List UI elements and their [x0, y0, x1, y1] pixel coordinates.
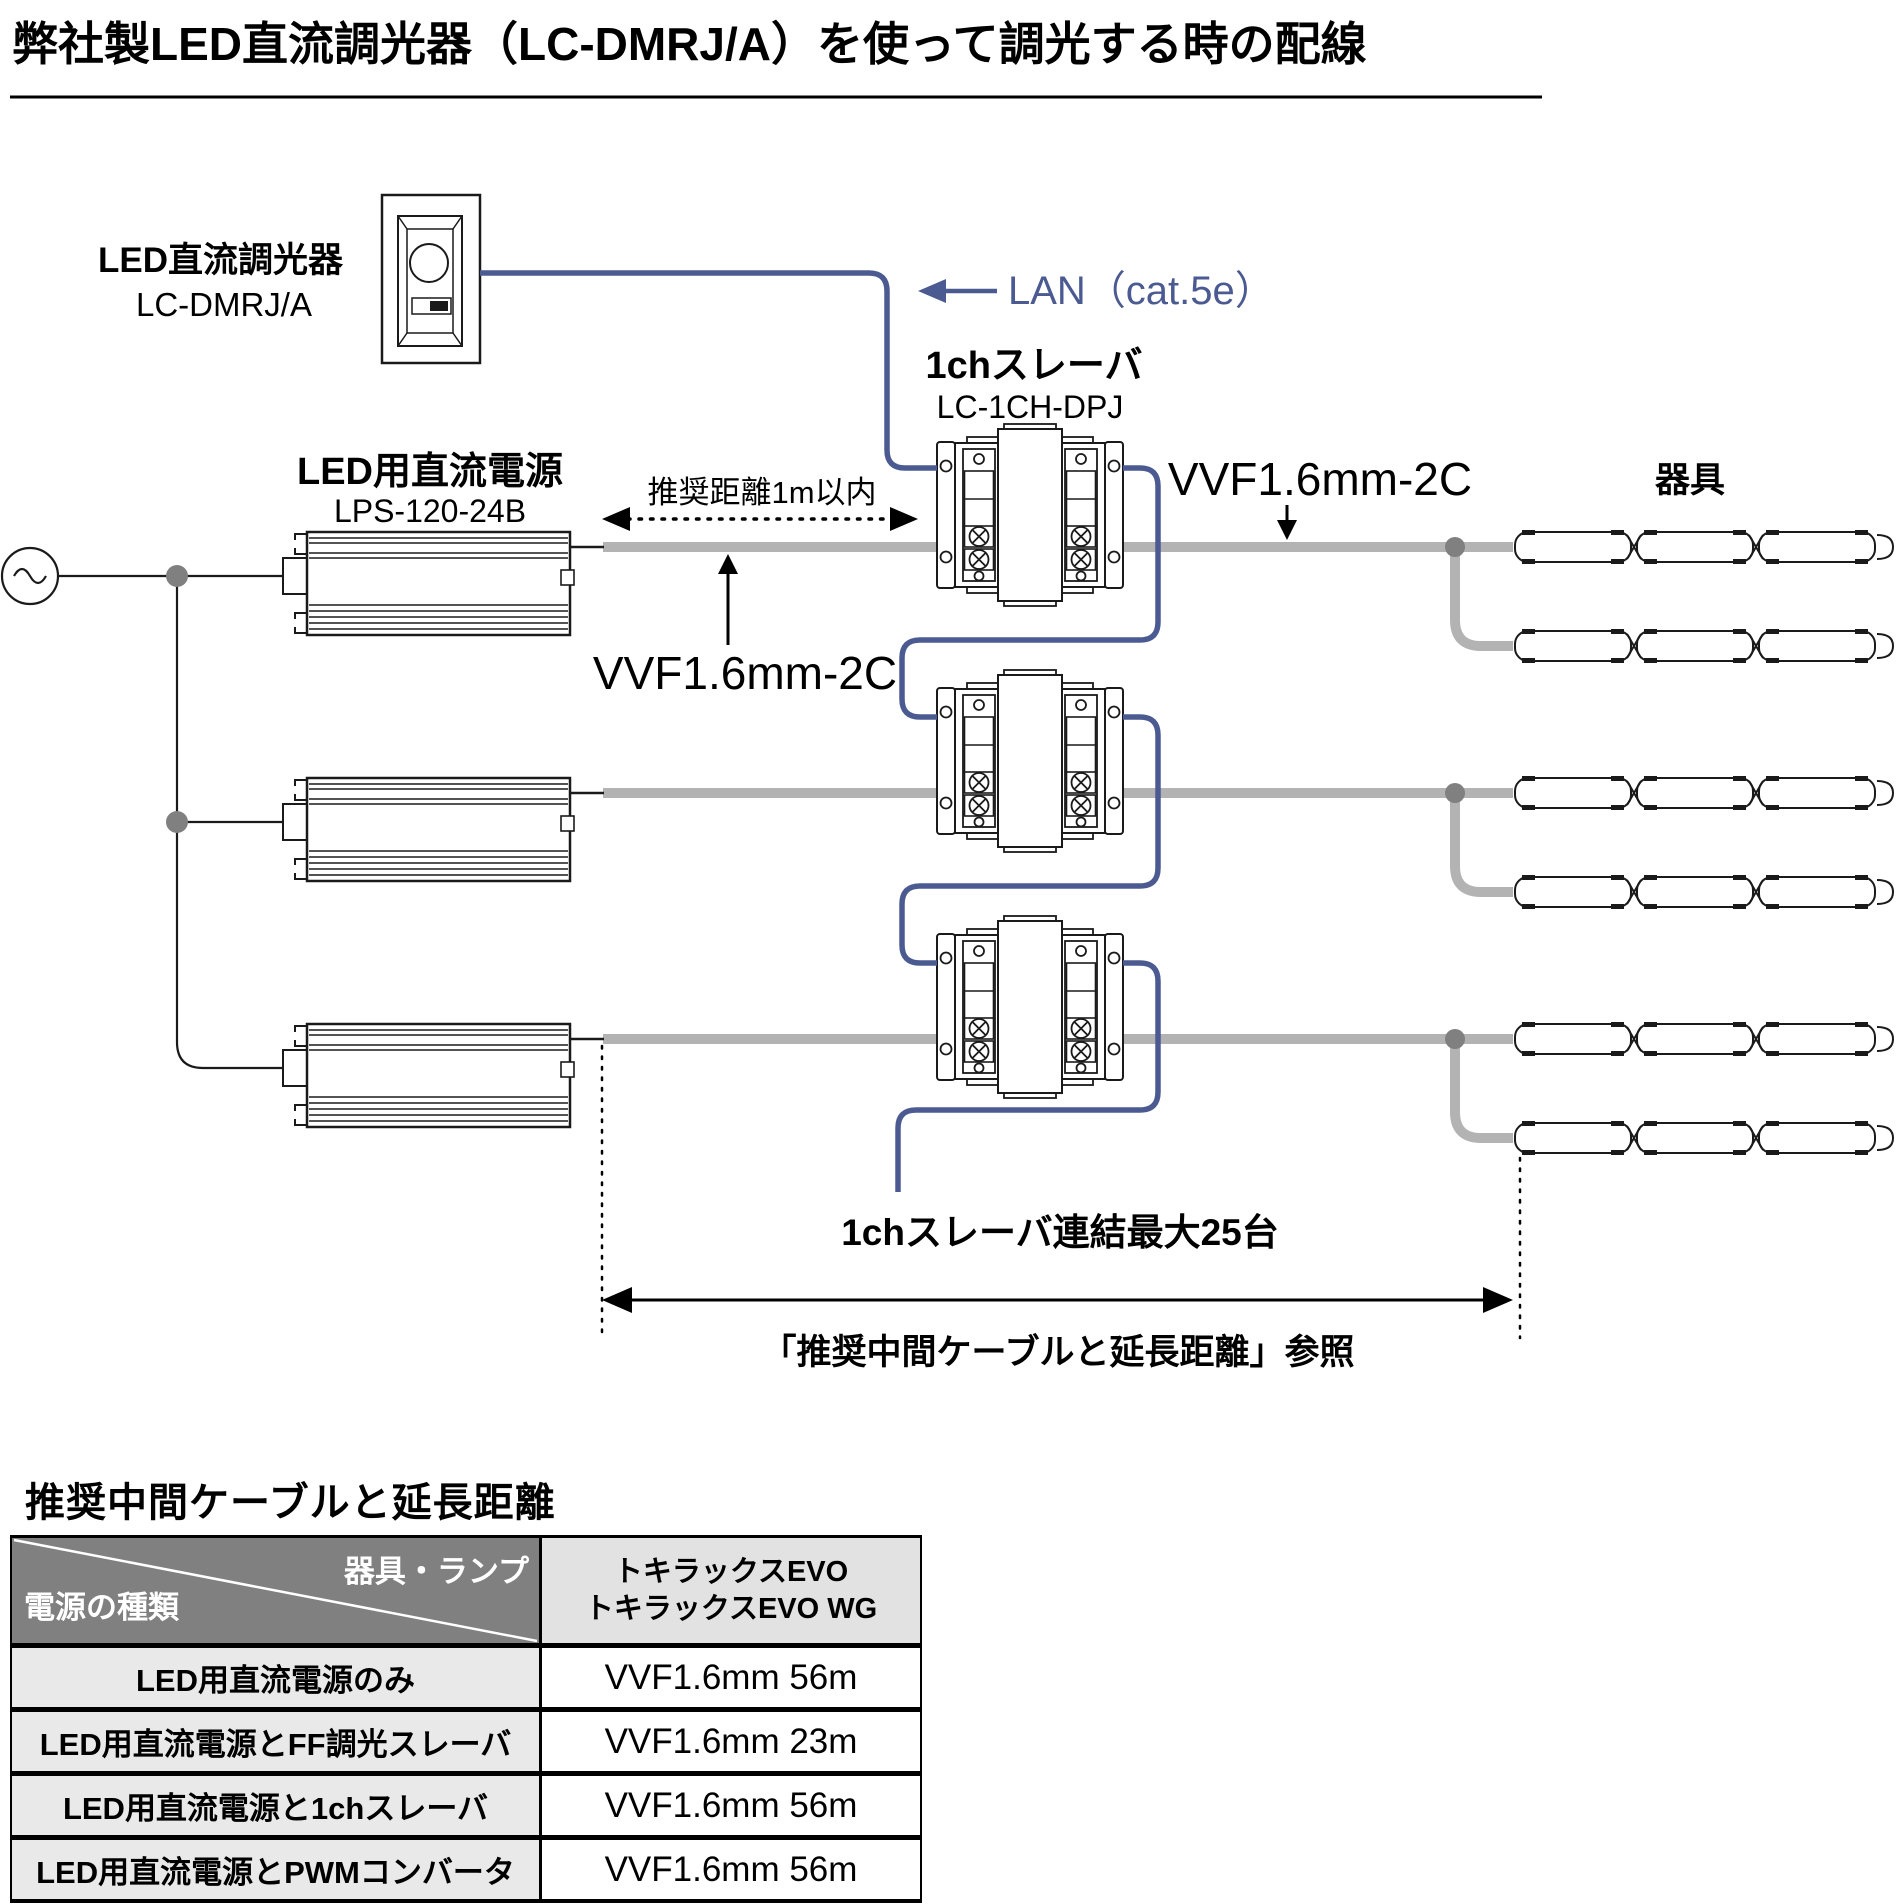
row-value-cell: VVF1.6mm 23m — [539, 1712, 920, 1771]
row-source-cell: LED用直流電源とFF調光スレーバ — [12, 1712, 539, 1771]
table-row: LED用直流電源と1chスレーバ VVF1.6mm 56m — [12, 1771, 920, 1835]
distance-arrow — [602, 507, 918, 531]
row-value-cell: VVF1.6mm 56m — [539, 1776, 920, 1835]
extension-span — [600, 1044, 1522, 1340]
slave-unit-3 — [937, 916, 1123, 1098]
fixture-row-2b — [1514, 874, 1894, 910]
vvf-right-arrow-icon — [1277, 505, 1297, 540]
dimmer-knob-icon — [409, 243, 449, 283]
chain-max-label: 1chスレーバ連結最大25台 — [841, 1212, 1279, 1253]
header-corner-top-label: 器具・ランプ — [343, 1554, 529, 1589]
psu-unit-1 — [281, 530, 606, 637]
table-header-corner-cell: 器具・ランプ 電源の種類 — [12, 1538, 539, 1643]
table-header-row: 器具・ランプ 電源の種類 トキラックスEVO トキラックスEVO WG — [12, 1538, 920, 1643]
wiring-diagram: 弊社製LED直流調光器（LC-DMRJ/A）を使って調光する時の配線 — [0, 18, 1894, 1372]
table-row: LED用直流電源のみ VVF1.6mm 56m — [12, 1643, 920, 1707]
psu-label: LED用直流電源 — [297, 451, 563, 493]
table-row: LED用直流電源とFF調光スレーバ VVF1.6mm 23m — [12, 1707, 920, 1771]
header-diagonal-line — [13, 1538, 538, 1643]
lan-wires — [480, 270, 1161, 1192]
vvf-left-arrow-icon — [718, 554, 738, 645]
fixture-label: 器具 — [1655, 461, 1725, 500]
distance-label: 推奨距離1m以内 — [647, 475, 876, 510]
row-source-cell: LED用直流電源とPWMコンバータ — [12, 1840, 539, 1899]
header-col-line2: トキラックスEVO WG — [584, 1592, 878, 1625]
dc-junction-dots — [1445, 537, 1465, 1049]
ac-junction-dots — [166, 565, 188, 833]
dimmer-label: LED直流調光器 — [98, 241, 344, 280]
dimmer-model: LC-DMRJ/A — [136, 286, 312, 323]
fixture-row-1a — [1514, 529, 1894, 565]
row-value-cell: VVF1.6mm 56m — [539, 1648, 920, 1707]
row-source-cell: LED用直流電源のみ — [12, 1648, 539, 1707]
fixture-row-2a — [1514, 775, 1894, 811]
lan-label: LAN（cat.5e） — [1008, 269, 1275, 313]
slave-label: 1chスレーバ — [925, 345, 1142, 387]
row-source-cell: LED用直流電源と1chスレーバ — [12, 1776, 539, 1835]
table-section-title: 推奨中間ケーブルと延長距離 — [25, 1481, 556, 1525]
psu-model: LPS-120-24B — [334, 493, 526, 529]
header-corner-bottom-label: 電源の種類 — [24, 1590, 179, 1625]
vvf-label-right: VVF1.6mm-2C — [1168, 453, 1472, 505]
fixture-row-3a — [1514, 1021, 1894, 1057]
lan-arrow-icon — [918, 279, 997, 303]
slave-model: LC-1CH-DPJ — [937, 389, 1124, 425]
table-row: LED用直流電源とPWMコンバータ VVF1.6mm 56m — [12, 1835, 920, 1899]
table-header-column-cell: トキラックスEVO トキラックスEVO WG — [539, 1538, 920, 1643]
header-col-line1: トキラックスEVO — [613, 1555, 849, 1588]
cable-distance-table: 器具・ランプ 電源の種類 トキラックスEVO トキラックスEVO WG LED用… — [10, 1535, 922, 1903]
psu-unit-2 — [281, 776, 606, 883]
row-value-cell: VVF1.6mm 56m — [539, 1840, 920, 1899]
fixture-row-3b — [1514, 1120, 1894, 1156]
psu-unit-3 — [281, 1022, 606, 1129]
dimmer-unit — [380, 193, 482, 365]
page-title: 弊社製LED直流調光器（LC-DMRJ/A）を使って調光する時の配線 — [12, 18, 1367, 70]
slave-unit-1 — [937, 424, 1123, 606]
vvf-label-left: VVF1.6mm-2C — [593, 647, 897, 699]
fixture-row-1b — [1514, 628, 1894, 664]
slave-unit-2 — [937, 670, 1123, 852]
ac-bus — [0, 546, 283, 1070]
extension-ref-label: 「推奨中間ケーブルと延長距離」参照 — [762, 1332, 1355, 1372]
